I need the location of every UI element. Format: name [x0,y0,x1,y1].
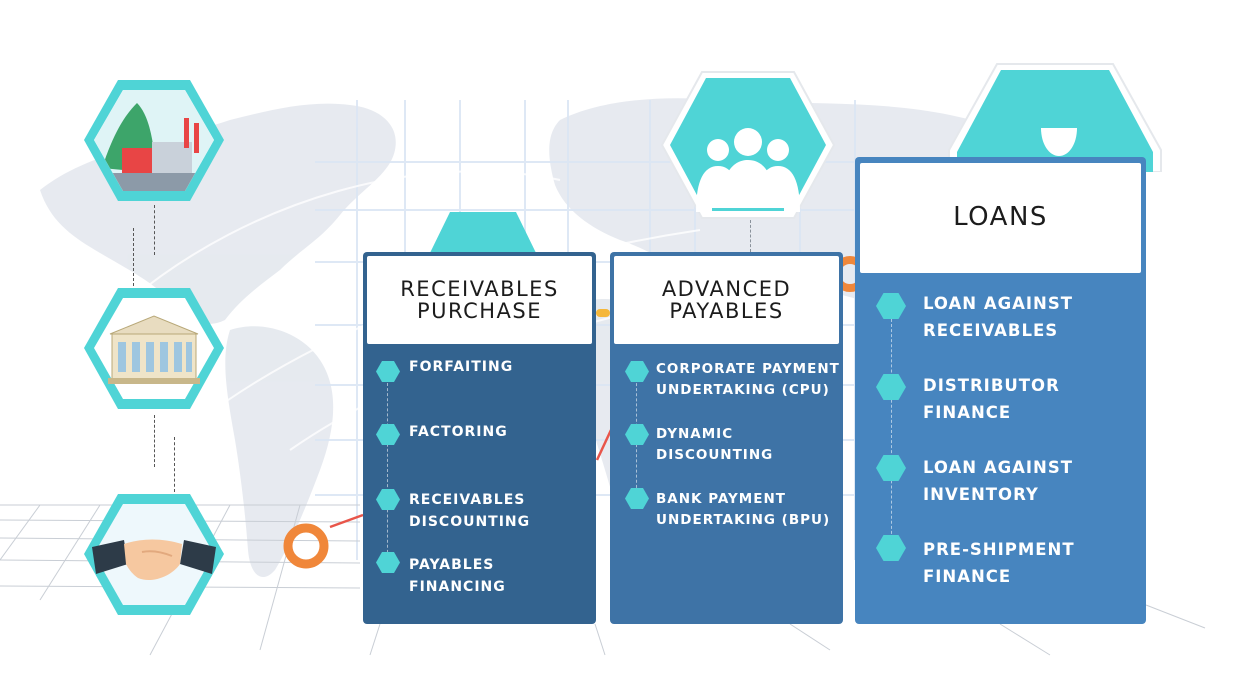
hex-bullet-icon [376,552,400,573]
factory-hex [82,78,226,203]
receivables-hex-top [428,212,538,257]
connector-2 [154,415,155,467]
item-line: LOAN AGAINST [923,458,1074,477]
item-line: INVENTORY [923,485,1039,504]
hex-bullet-icon [876,293,906,319]
connector-1b [133,228,134,286]
advanced-payables-title: ADVANCED PAYABLES [614,256,839,344]
item-line: FACTORING [409,424,508,440]
item-line: FINANCE [923,403,1012,422]
list-item: DYNAMIC DISCOUNTING [656,424,773,466]
hex-bullet-icon [876,535,906,561]
list-item: CORPORATE PAYMENT UNDERTAKING (CPU) [656,359,840,401]
list-item: BANK PAYMENT UNDERTAKING (BPU) [656,489,830,531]
loans-panel: LOANS LOAN AGAINST RECEIVABLES DISTRIBUTO… [855,157,1146,624]
item-line: DISCOUNTING [409,514,531,530]
hex-bullet-icon [625,361,649,382]
hex-bullet-icon [876,455,906,481]
hand-icon [1041,128,1077,156]
item-line: FORFAITING [409,359,514,375]
receivables-purchase-title: RECEIVABLES PURCHASE [367,256,592,344]
item-line: RECEIVABLES [409,492,526,508]
hex-bullet-icon [376,424,400,445]
item-connector [891,319,892,549]
loans-title: LOANS [860,163,1141,273]
item-line: RECEIVABLES [923,321,1059,340]
title-line: ADVANCED [661,276,792,301]
list-item: PAYABLES FINANCING [409,554,506,598]
bank-hex [82,286,226,411]
title-line: LOANS [953,202,1048,233]
item-line: UNDERTAKING (BPU) [656,512,831,528]
title-line: PURCHASE [417,299,542,323]
payables-hex [660,71,836,219]
hex-bullet-icon [376,489,400,510]
title-line: RECEIVABLES [400,276,559,301]
item-line: PRE-SHIPMENT [923,540,1075,559]
item-line: FINANCING [409,579,506,595]
item-line: DYNAMIC [656,426,734,442]
loans-hex [948,63,1162,172]
item-line: CORPORATE PAYMENT [656,361,840,377]
item-line: LOAN AGAINST [923,294,1074,313]
list-item: PRE-SHIPMENT FINANCE [923,536,1075,590]
bank-building-icon [108,315,200,384]
item-line: DISCOUNTING [656,447,774,463]
list-item: FACTORING [409,424,508,440]
advanced-payables-panel: ADVANCED PAYABLES CORPORATE PAYMENT UNDER… [610,252,843,624]
list-item: FORFAITING [409,359,513,375]
hex-bullet-icon [625,424,649,445]
item-line: PAYABLES [409,557,495,573]
list-item: DISTRIBUTOR FINANCE [923,372,1060,426]
connector-1 [154,205,155,255]
hex-bullet-icon [625,488,649,509]
factory-icon [94,90,214,191]
list-item: RECEIVABLES DISCOUNTING [409,489,530,533]
item-line: FINANCE [923,567,1012,586]
item-line: UNDERTAKING (CPU) [656,382,830,398]
item-line: BANK PAYMENT [656,491,786,507]
item-line: DISTRIBUTOR [923,376,1060,395]
title-line: PAYABLES [669,299,784,323]
item-connector [387,378,388,568]
handshake-hex [82,492,226,617]
list-item: LOAN AGAINST INVENTORY [923,454,1073,508]
connector-2b [174,437,175,492]
handshake-icon [92,539,216,581]
hex-bullet-icon [876,374,906,400]
people-group-icon [696,128,800,212]
receivables-purchase-panel: RECEIVABLES PURCHASE FORFAITING FACTORIN… [363,252,596,624]
payables-connector [750,220,751,252]
list-item: LOAN AGAINST RECEIVABLES [923,290,1073,344]
hex-bullet-icon [376,361,400,382]
